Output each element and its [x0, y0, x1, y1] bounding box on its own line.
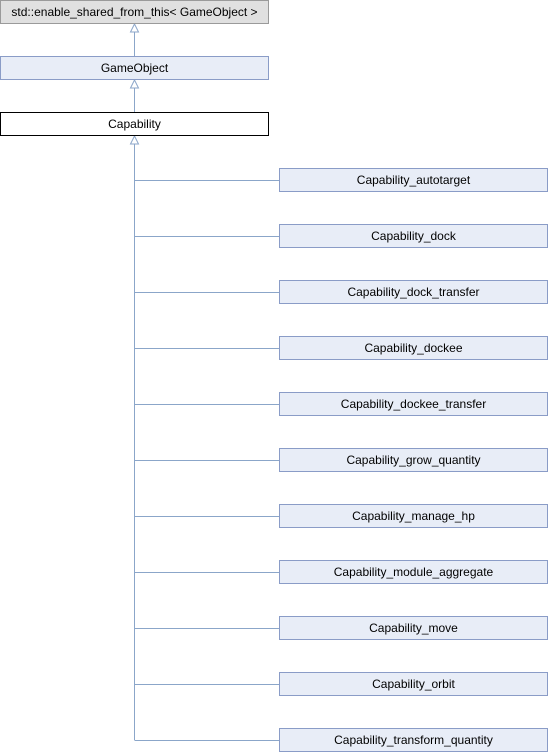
child-class-node[interactable]: Capability_dockee_transfer [279, 392, 548, 416]
child-class-node[interactable]: Capability_dock [279, 224, 548, 248]
child-class-node[interactable]: Capability_grow_quantity [279, 448, 548, 472]
child-class-node[interactable]: Capability_transform_quantity [279, 728, 548, 752]
parent-class-node[interactable]: GameObject [0, 56, 269, 80]
arrow-head-to-base [129, 22, 140, 33]
child-class-node[interactable]: Capability_move [279, 616, 548, 640]
current-class-node: Capability [0, 112, 269, 136]
arrow-head-to-current [129, 134, 140, 145]
arrow-head-to-parent [129, 78, 140, 89]
child-class-node[interactable]: Capability_dock_transfer [279, 280, 548, 304]
child-class-node[interactable]: Capability_orbit [279, 672, 548, 696]
child-class-node[interactable]: Capability_manage_hp [279, 504, 548, 528]
child-class-node[interactable]: Capability_autotarget [279, 168, 548, 192]
base-class-node[interactable]: std::enable_shared_from_this< GameObject… [0, 0, 269, 24]
child-class-node[interactable]: Capability_dockee [279, 336, 548, 360]
child-class-node[interactable]: Capability_module_aggregate [279, 560, 548, 584]
